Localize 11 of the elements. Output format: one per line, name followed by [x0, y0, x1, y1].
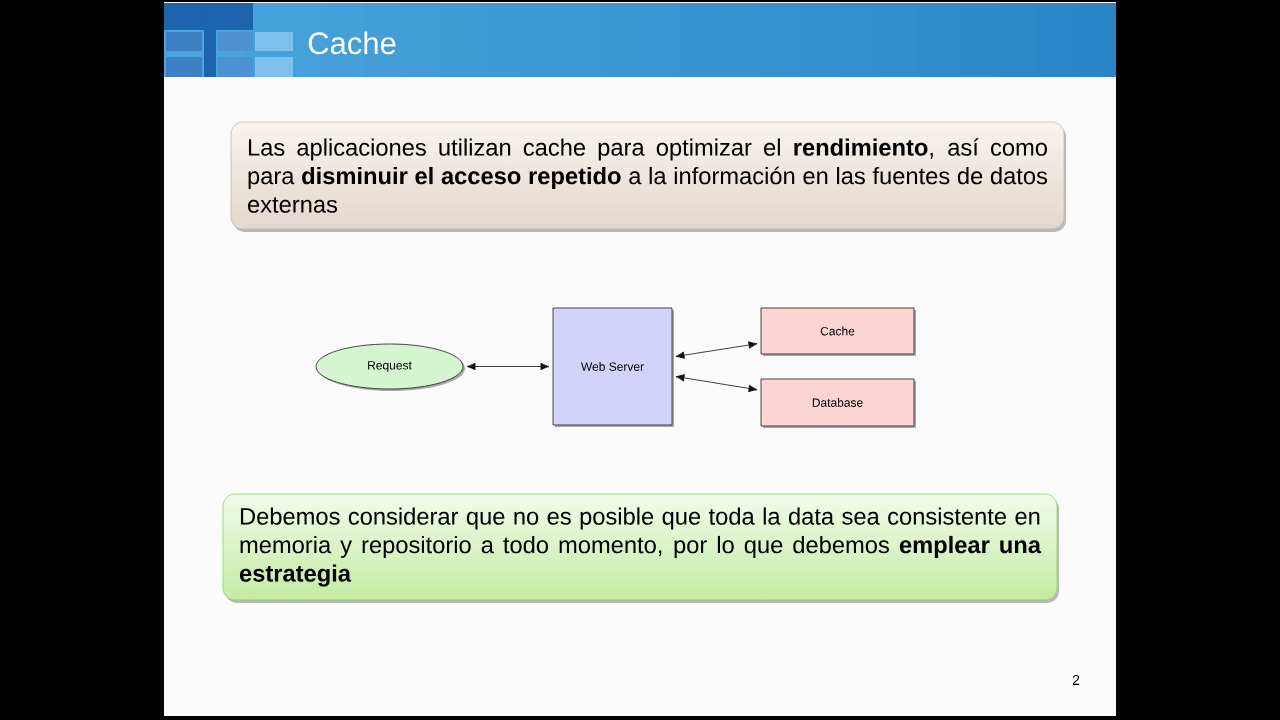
- note-box: Debemos considerar que no es posible que toda la data sea consistente en memoria y repositorio a todo momento, por lo que debemos emplear una estrategia: [222, 493, 1059, 603]
- process-box: Database: [760, 378, 916, 428]
- page-number: 2: [1072, 675, 1080, 685]
- double-arrow: [466, 362, 550, 371]
- double-arrow: [675, 374, 758, 393]
- double-arrow: [675, 341, 758, 359]
- ellipse-node: Request: [315, 343, 465, 391]
- process-box: Cache: [760, 307, 916, 356]
- slide-title: Cache: [308, 31, 396, 55]
- process-box: Web Server: [552, 307, 674, 427]
- note-box: Las aplicaciones utilizan cache para optimizar el rendimiento, así como para disminuir el acceso repetido a la información en las fuentes de datos externas: [230, 121, 1066, 232]
